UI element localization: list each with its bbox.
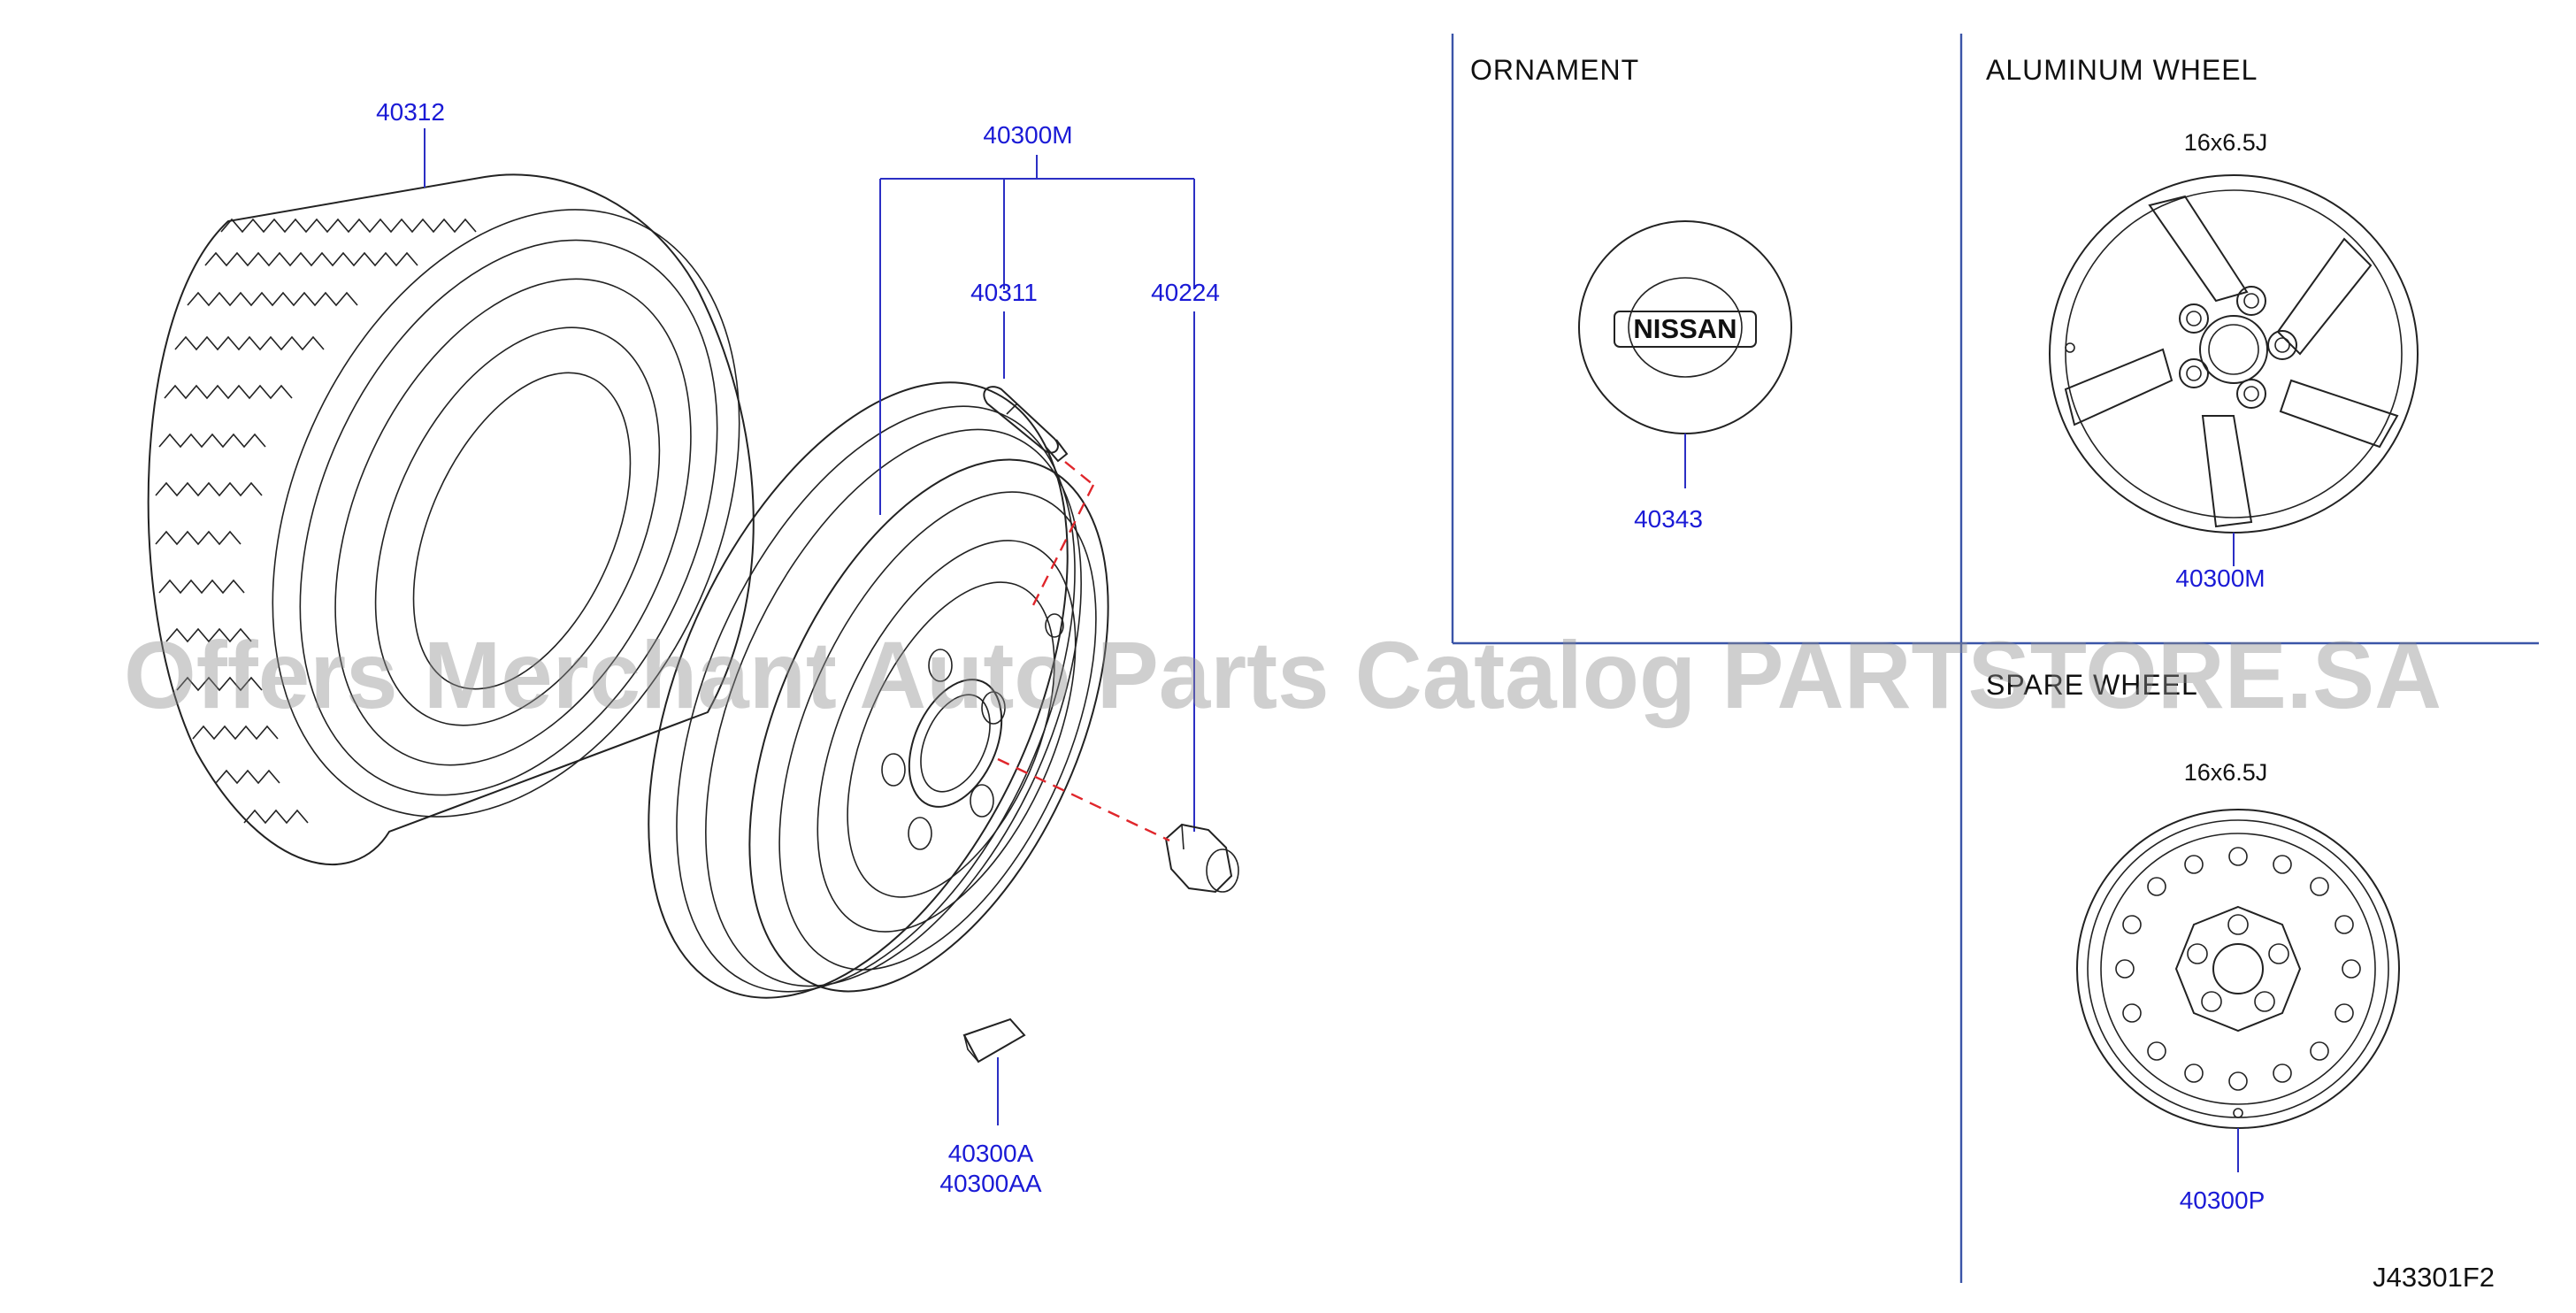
nut-install-line — [997, 757, 1170, 842]
section-frame — [1451, 34, 2539, 1283]
nut-part-number[interactable]: 40224 — [1151, 279, 1220, 306]
balance-weight-drawing[interactable] — [962, 1017, 1026, 1125]
valve-part-number[interactable]: 40311 — [970, 279, 1038, 306]
valve-install-line — [1064, 461, 1094, 486]
ornament-drawing[interactable] — [1578, 220, 1792, 488]
tire-part-number[interactable]: 40312 — [376, 98, 445, 126]
balance-weight-aa-part-number[interactable]: 40300AA — [939, 1170, 1042, 1197]
ornament-part-number[interactable]: 40343 — [1634, 505, 1703, 533]
spare-wheel-size: 16x6.5J — [2184, 759, 2268, 786]
aluminum-wheel-size: 16x6.5J — [2184, 129, 2268, 156]
steel-wheel-drawing[interactable] — [564, 155, 1195, 1061]
aluminum-wheel-section-title: ALUMINUM WHEEL — [1986, 54, 2258, 86]
spare-wheel-part-number[interactable]: 40300P — [2180, 1186, 2266, 1214]
tire-drawing[interactable] — [147, 128, 830, 890]
balance-weight-a-part-number[interactable]: 40300A — [948, 1140, 1034, 1167]
spare-wheel-section-title: SPARE WHEEL — [1986, 669, 2198, 701]
diagram-reference-code: J43301F2 — [2373, 1262, 2495, 1293]
valve-drawing[interactable] — [983, 386, 1069, 463]
aluminum-wheel-drawing[interactable] — [2049, 174, 2419, 566]
ornament-section-title: ORNAMENT — [1470, 54, 1639, 86]
ornament-badge-text: NISSAN — [1633, 313, 1736, 344]
spare-wheel-drawing[interactable] — [2076, 809, 2400, 1172]
watermark-text: Offers Merchant Auto Parts Catalog PARTS… — [124, 621, 2442, 728]
wheel-assembly-part-number[interactable]: 40300M — [983, 121, 1072, 149]
valve-install-line-2 — [1029, 484, 1095, 611]
aluminum-wheel-part-number[interactable]: 40300M — [2175, 564, 2265, 592]
nut-drawing[interactable] — [1164, 823, 1239, 894]
